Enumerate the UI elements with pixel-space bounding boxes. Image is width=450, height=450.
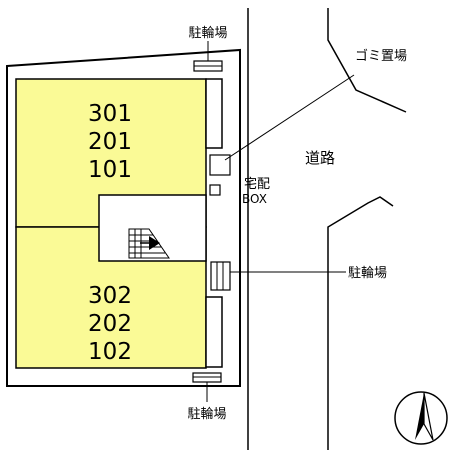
bicycle-parking-right-label: 駐輪場 [348, 265, 387, 281]
delivery-box-icon [209, 184, 221, 196]
stairs-icon [128, 228, 170, 259]
bicycle-parking-top-label: 駐輪場 [188, 25, 227, 41]
road-label: 道路 [305, 149, 335, 167]
delivery-box-label-line1: 宅配 [244, 177, 270, 192]
unit-number-302: 302 [88, 283, 132, 309]
unit-number-201: 201 [88, 129, 132, 155]
bicycle-parking-top-icon [193, 60, 223, 72]
balcony-lower [205, 296, 223, 368]
balcony-upper [205, 78, 223, 149]
unit-number-101: 101 [88, 157, 132, 183]
bicycle-parking-right-icon [210, 261, 231, 291]
unit-number-301: 301 [88, 101, 132, 127]
garbage-area-icon [209, 154, 231, 176]
garbage-area-leader [224, 74, 355, 161]
bicycle-parking-bottom-icon [192, 372, 222, 383]
bicycle-parking-bottom-label: 駐輪場 [187, 406, 226, 422]
unit-number-102: 102 [88, 339, 132, 365]
road-edge-upper-right [327, 8, 407, 113]
north-arrow-icon [394, 391, 448, 445]
road-edge-lower-right [327, 196, 394, 450]
delivery-box-label-line2: BOX [242, 192, 267, 206]
unit-number-202: 202 [88, 311, 132, 337]
garbage-area-label: ゴミ置場 [355, 48, 407, 64]
